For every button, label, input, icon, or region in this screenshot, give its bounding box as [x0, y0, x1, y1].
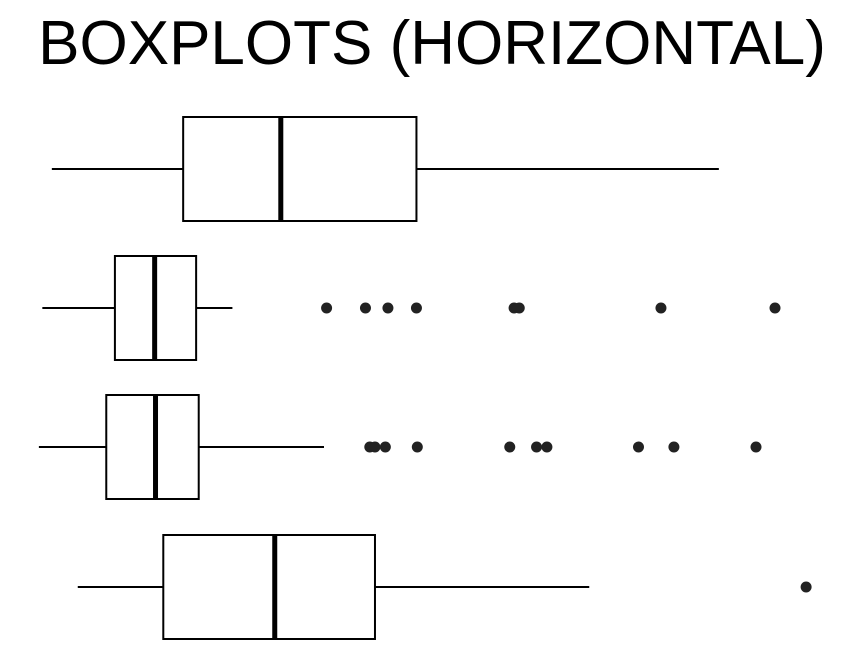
boxplot-3-outlier-4: [411, 441, 423, 453]
boxplot-2-outlier-3: [382, 302, 394, 314]
boxplot-4-outlier-1: [800, 581, 812, 593]
boxplot-2-outlier-1: [321, 302, 333, 314]
boxplot-3-box: [105, 394, 200, 500]
boxplot-3-outlier-6: [531, 441, 543, 453]
boxplot-2-outlier-4: [410, 302, 422, 314]
boxplot-3-outlier-7: [541, 441, 553, 453]
boxplot-4-box: [162, 534, 376, 640]
boxplot-3-outlier-10: [750, 441, 762, 453]
boxplot-3-outlier-2: [369, 441, 381, 453]
boxplot-3-outlier-8: [632, 441, 644, 453]
boxplot-2-outlier-6: [513, 302, 525, 314]
chart-title: BOXPLOTS (HORIZONTAL): [38, 9, 826, 78]
boxplot-1-box: [182, 116, 418, 222]
boxplot-2-outlier-8: [769, 302, 781, 314]
boxplot-3-outlier-5: [504, 441, 516, 453]
boxplot-2-outlier-2: [359, 302, 371, 314]
boxplot-2-outlier-7: [655, 302, 667, 314]
boxplot-3-outlier-9: [668, 441, 680, 453]
boxplot-3-outlier-3: [379, 441, 391, 453]
